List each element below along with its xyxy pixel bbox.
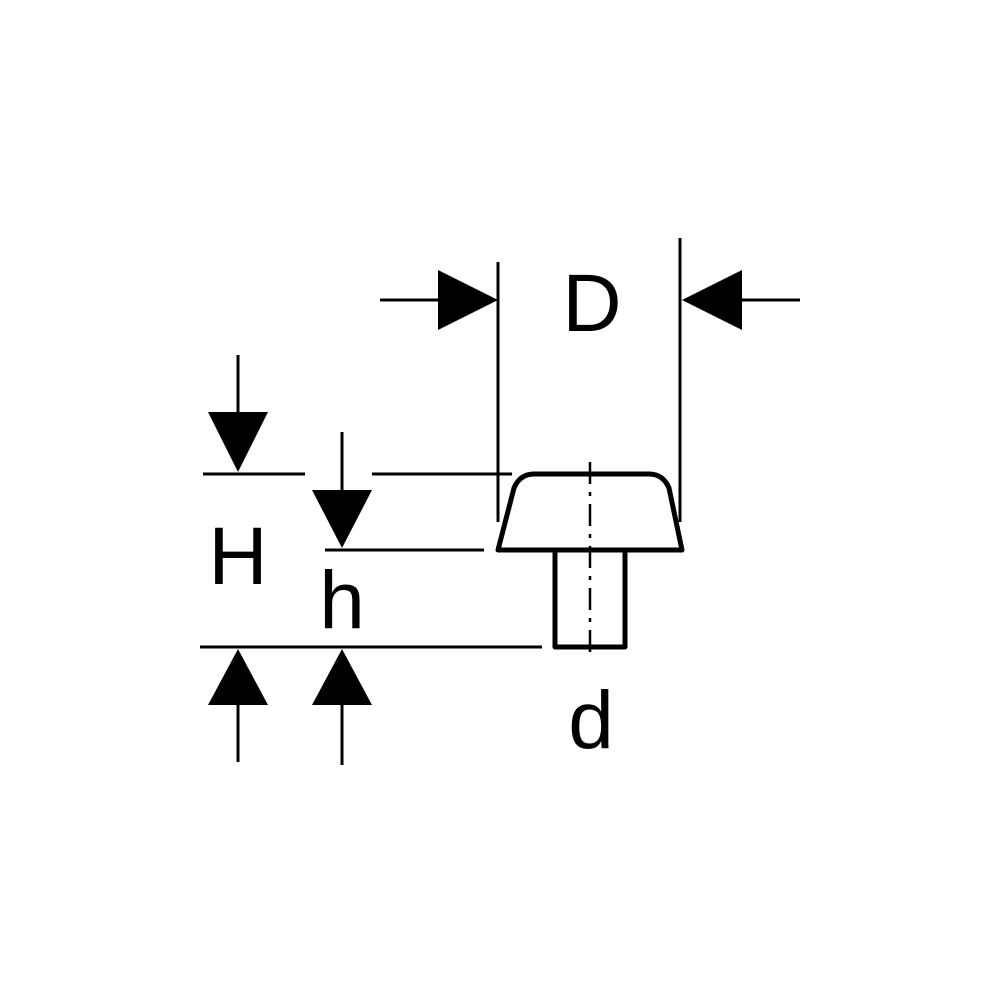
part-drawing	[495, 462, 685, 658]
arrowhead-H-top	[208, 412, 268, 472]
part-head	[495, 471, 685, 553]
dimension-h: h	[312, 432, 484, 765]
arrowhead-D-left	[438, 270, 498, 330]
arrowhead-h-bottom	[312, 649, 372, 705]
arrowhead-D-right	[682, 270, 742, 330]
label-D: D	[562, 258, 621, 349]
label-h: h	[319, 555, 365, 646]
arrowhead-H-bottom	[208, 649, 268, 705]
dimension-D: D	[380, 238, 800, 522]
label-H: H	[208, 511, 267, 602]
dimension-d: d	[568, 675, 614, 766]
label-d: d	[568, 675, 614, 766]
dimension-H: H	[200, 355, 542, 762]
arrowhead-h-top	[312, 490, 372, 548]
